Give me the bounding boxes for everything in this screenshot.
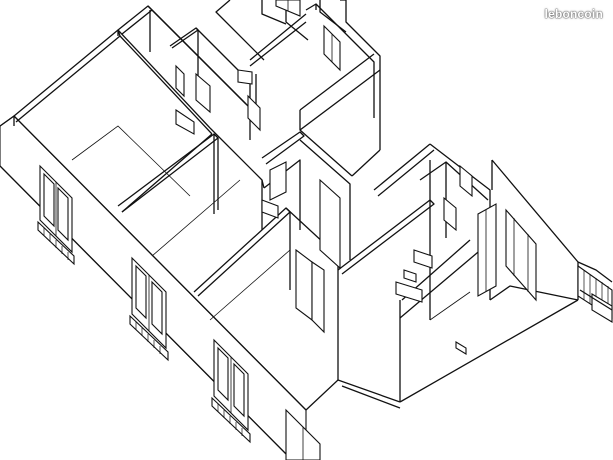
right-wing-openings bbox=[395, 164, 537, 355]
facade-window-4 bbox=[285, 408, 321, 460]
upper-rooms bbox=[117, 0, 381, 177]
facade-window-1 bbox=[37, 164, 75, 266]
balcony-railing bbox=[577, 264, 613, 323]
right-wing-walls bbox=[291, 143, 613, 460]
leboncoin-watermark: leboncoin bbox=[544, 7, 603, 21]
center-doors bbox=[261, 161, 341, 334]
upper-doors bbox=[175, 64, 261, 135]
facade-window-2 bbox=[129, 256, 169, 362]
upper-windows bbox=[275, 0, 341, 72]
upper-left-walls bbox=[13, 29, 219, 213]
facade-window-3 bbox=[211, 338, 251, 444]
